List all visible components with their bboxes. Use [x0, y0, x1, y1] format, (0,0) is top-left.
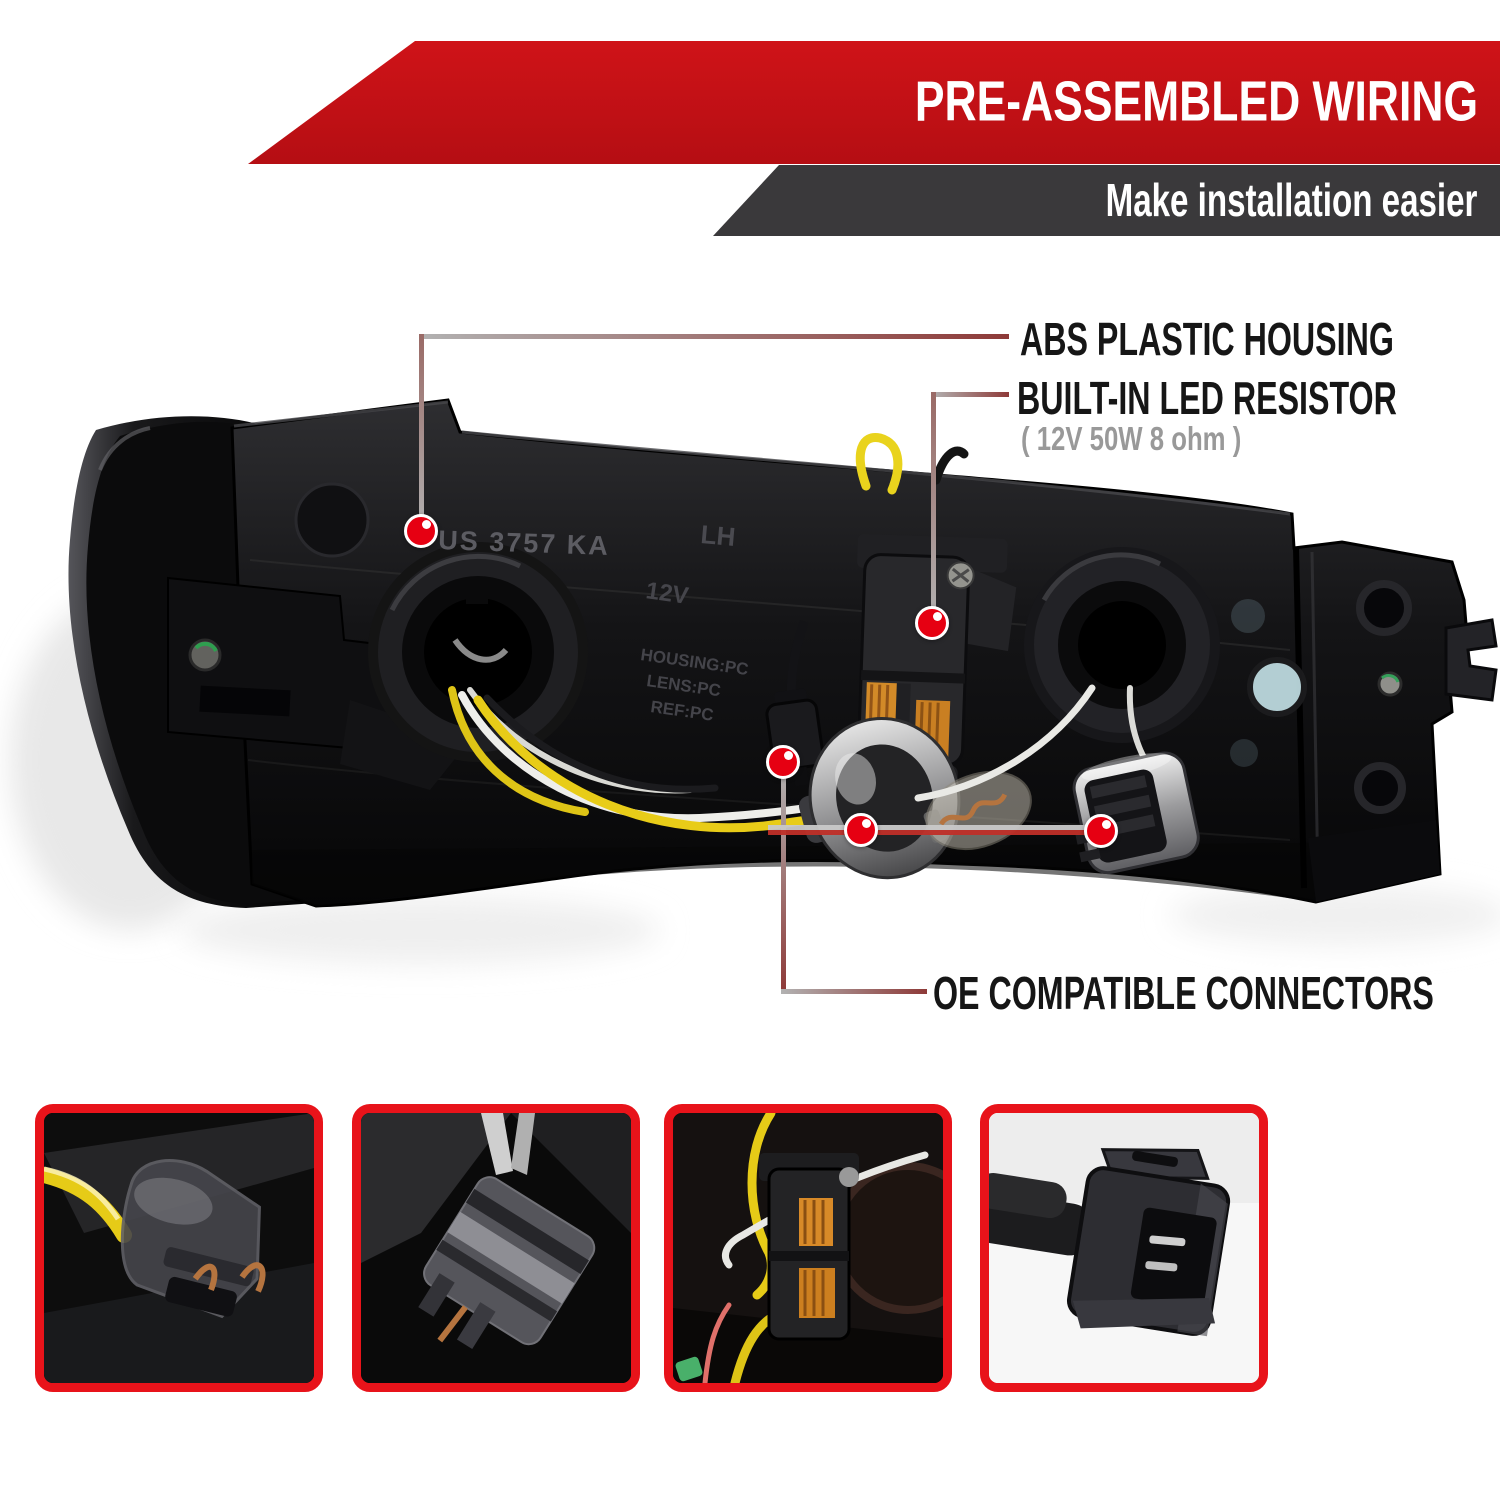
- retaining-clip: [1444, 618, 1498, 702]
- thumbnail-trailer-plug-connector: [352, 1104, 640, 1392]
- callout-dot-connector-2: [844, 813, 878, 847]
- callout-dot-connector-1: [766, 745, 800, 779]
- molded-markings: US 3757 KA LH 12V HOUSING:PC LENS:PC REF…: [438, 519, 750, 725]
- resistor-screw: [946, 561, 975, 590]
- mounting-hole-top: [1356, 580, 1412, 636]
- molded-dimple: [294, 482, 370, 558]
- bulb-holder-socket: [798, 716, 961, 880]
- bulb-glass: [923, 770, 1032, 851]
- page-title: PRE-ASSEMBLED WIRING: [914, 69, 1478, 134]
- screw-with-green-mark: [188, 638, 222, 672]
- callout-dot-led-resistor: [915, 606, 949, 640]
- thumbnail-oe-plug-connector: [980, 1104, 1268, 1392]
- callout-line-connectors: [768, 825, 1108, 835]
- led-resistor-wiring-photo: [673, 1113, 943, 1383]
- bulb-socket-right: [914, 547, 1220, 802]
- marking-reflector-material: REF:PC: [649, 697, 714, 725]
- marking-lens-material: LENS:PC: [645, 671, 722, 700]
- callout-dot-connector-3: [1084, 814, 1118, 848]
- callout-line-oe-vertical: [781, 768, 786, 992]
- thumb-resistor-block: [759, 1153, 859, 1341]
- oe-socket-connector: [1072, 751, 1200, 875]
- callout-line-abs-horizontal: [419, 334, 1009, 339]
- trailer-plug-connector-photo: [361, 1113, 631, 1383]
- mounting-hole-bottom: [1354, 762, 1406, 814]
- callout-line-oe-horizontal: [781, 989, 927, 994]
- callout-line-resistor-vertical: [931, 392, 936, 624]
- header-banner: PRE-ASSEMBLED WIRING: [248, 41, 1500, 164]
- mounting-bracket-arm: [167, 576, 470, 790]
- callout-label-oe-connectors: OE COMPATIBLE CONNECTORS: [933, 967, 1434, 1019]
- callout-label-abs-housing: ABS PLASTIC HOUSING: [1020, 313, 1394, 365]
- wiring-harness: [448, 686, 945, 833]
- page-subtitle: Make installation easier: [1105, 173, 1477, 226]
- callout-spec-led-resistor: ( 12V 50W 8 ohm ): [1021, 420, 1242, 457]
- flange-screw: [1377, 671, 1403, 697]
- resistor-top-wires: [855, 432, 969, 495]
- photo-background-shadows: [10, 590, 1500, 964]
- thumbnail-led-resistor-wiring: [664, 1104, 952, 1392]
- callout-dot-abs-housing: [404, 514, 438, 548]
- marking-side: LH: [699, 519, 736, 552]
- reflector-window: [1247, 657, 1307, 717]
- marking-housing-material: HOUSING:PC: [639, 645, 749, 679]
- marking-part-code: US 3757 KA: [438, 525, 611, 561]
- subheader-banner: Make installation easier: [713, 165, 1500, 236]
- bulb-socket-left: [368, 542, 588, 762]
- right-flange: [1230, 547, 1498, 902]
- tail-light-lens-wing: [68, 416, 331, 908]
- oe-plug-connector-photo: [989, 1113, 1259, 1383]
- callout-label-led-resistor: BUILT-IN LED RESISTOR: [1017, 372, 1397, 424]
- callout-line-resistor-horizontal: [931, 392, 1009, 397]
- marking-voltage: 12V: [644, 577, 690, 610]
- thumbnail-wedge-socket-connector: [35, 1104, 323, 1392]
- wedge-socket-connector-photo: [44, 1113, 314, 1383]
- callout-line-abs-vertical: [419, 334, 424, 532]
